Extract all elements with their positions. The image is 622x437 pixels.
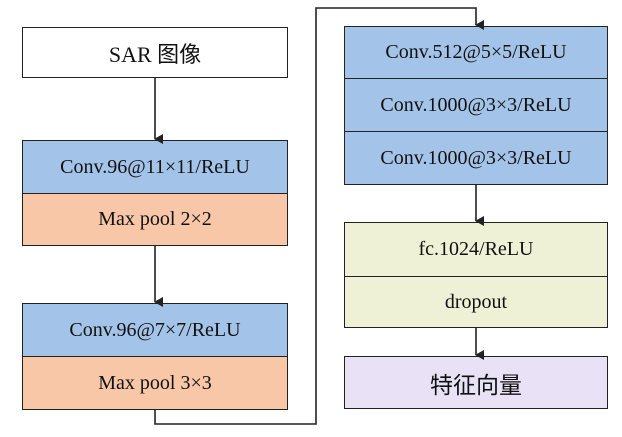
pool2-box: Max pool 3×3 — [22, 357, 288, 410]
conv2-label: Conv.96@7×7/ReLU — [69, 318, 241, 341]
pool2-label: Max pool 3×3 — [98, 371, 212, 394]
fc-box: fc.1024/ReLU — [344, 222, 608, 277]
feature-vector-label: 特征向量 — [430, 372, 522, 398]
pool1-label: Max pool 2×2 — [98, 208, 212, 230]
conv4-box: Conv.1000@3×3/ReLU — [344, 79, 608, 132]
dropout-box: dropout — [344, 277, 608, 328]
conv1-box: Conv.96@11×11/ReLU — [22, 140, 288, 194]
pool1-box: Max pool 2×2 — [22, 194, 288, 246]
conv3-box: Conv.512@5×5/ReLU — [344, 26, 608, 79]
fc-label: fc.1024/ReLU — [418, 238, 534, 260]
feature-vector-box: 特征向量 — [344, 356, 608, 409]
input-sar-image-box: SAR 图像 — [22, 27, 288, 78]
conv3-label: Conv.512@5×5/ReLU — [385, 41, 567, 63]
conv2-box: Conv.96@7×7/ReLU — [22, 303, 288, 357]
conv4-label: Conv.1000@3×3/ReLU — [380, 93, 572, 116]
dropout-label: dropout — [444, 290, 508, 313]
conv5-label: Conv.1000@3×3/ReLU — [380, 146, 572, 169]
conv5-box: Conv.1000@3×3/ReLU — [344, 132, 608, 185]
conv1-label: Conv.96@11×11/ReLU — [60, 155, 250, 178]
input-label: SAR 图像 — [108, 41, 202, 67]
arrow-pool2-to-conv3 — [154, 7, 484, 425]
